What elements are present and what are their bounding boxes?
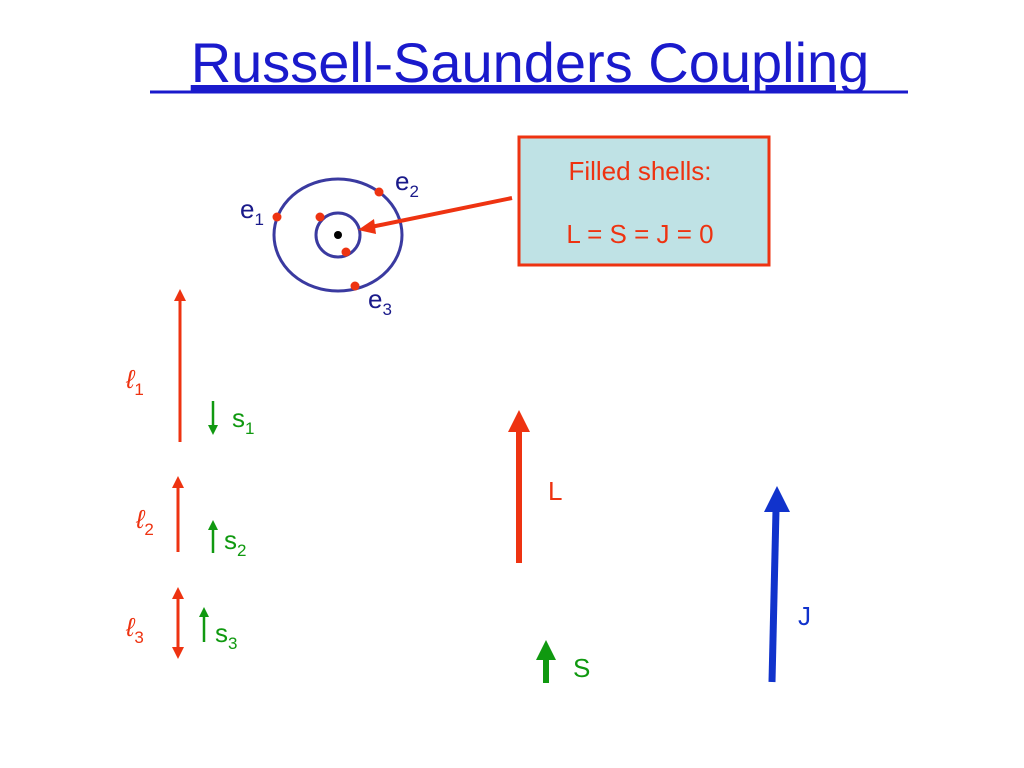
callout-pointer-arrow (365, 196, 513, 230)
label-s3: s3 (215, 618, 237, 653)
nucleus (334, 231, 342, 239)
label-s1: s1 (232, 403, 254, 438)
electron-label-e2: e2 (395, 166, 419, 201)
electron-e2 (374, 187, 384, 197)
callout-pointer-head (358, 219, 376, 234)
vector-S-head (536, 640, 556, 660)
resultant-J: J (764, 486, 811, 683)
label-l1: ℓ1 (125, 364, 144, 399)
resultant-S: S (536, 640, 590, 683)
callout-line-1: Filled shells: (568, 156, 711, 186)
callout-box (517, 135, 771, 267)
inner-electron (341, 247, 351, 257)
vector-J-head (764, 486, 790, 512)
electron-label-e3: e3 (368, 284, 392, 319)
outer-orbit (272, 177, 404, 293)
spin-vectors: s1 s2 s3 (199, 401, 254, 653)
label-s2: s2 (224, 525, 246, 560)
callout-line-2: L = S = J = 0 (566, 219, 713, 249)
filled-shells-callout: Filled shells: L = S = J = 0 (358, 135, 771, 267)
slide-title: Russell-Saunders Coupling (191, 31, 870, 94)
label-l2: ℓ2 (135, 504, 154, 539)
electron-label-e1: e1 (240, 194, 264, 229)
resultant-L: L (508, 410, 562, 563)
atom-diagram: e1 e2 e3 (240, 166, 419, 319)
label-J: J (798, 601, 811, 631)
orbital-vectors: ℓ1 ℓ2 ℓ3 (125, 289, 186, 659)
vector-L-head (508, 410, 530, 432)
vector-J (768, 509, 780, 683)
inner-electron (315, 212, 325, 222)
label-L: L (548, 476, 562, 506)
inner-orbit (314, 211, 362, 259)
label-l3: ℓ3 (125, 612, 144, 647)
electron-e3 (350, 281, 360, 291)
label-S: S (573, 653, 590, 683)
electron-e1 (272, 212, 282, 222)
